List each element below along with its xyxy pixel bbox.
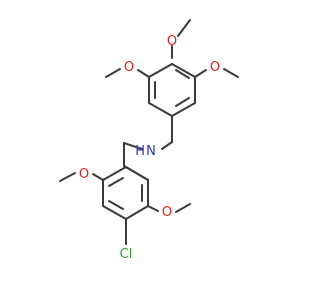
bond <box>175 97 190 107</box>
bond-lines <box>59 19 239 245</box>
bond <box>223 68 239 78</box>
bond <box>102 205 127 220</box>
chlorine-label: Cl <box>120 247 133 262</box>
oxygen-label-right: O <box>210 60 220 75</box>
hydrogen-label: H <box>135 144 145 159</box>
oxygen-label-top: O <box>167 34 177 49</box>
oxygen-label-lower-left: O <box>79 167 89 182</box>
bond <box>194 69 207 78</box>
bond <box>102 166 127 181</box>
oxygen-label-lower-right: O <box>162 205 172 220</box>
bond <box>105 68 121 78</box>
bond <box>92 173 104 181</box>
bond <box>125 166 149 181</box>
bond <box>148 63 173 78</box>
bond <box>171 102 196 117</box>
bond <box>147 205 159 212</box>
bond <box>125 205 149 220</box>
bond <box>177 19 191 37</box>
bond <box>161 141 173 150</box>
bond <box>175 203 191 213</box>
bond <box>171 63 196 78</box>
bond <box>137 69 150 78</box>
bond <box>108 200 124 210</box>
oxygen-label-left: O <box>124 60 134 75</box>
bond <box>108 177 124 187</box>
bond <box>175 69 190 79</box>
bond <box>148 102 173 117</box>
bond <box>123 142 143 150</box>
nitrogen-label: N <box>146 144 156 159</box>
atom-labels: O O O N H O O Cl <box>79 34 220 262</box>
bond <box>59 172 76 182</box>
molecule-structure-diagram: O O O N H O O Cl <box>59 19 239 262</box>
